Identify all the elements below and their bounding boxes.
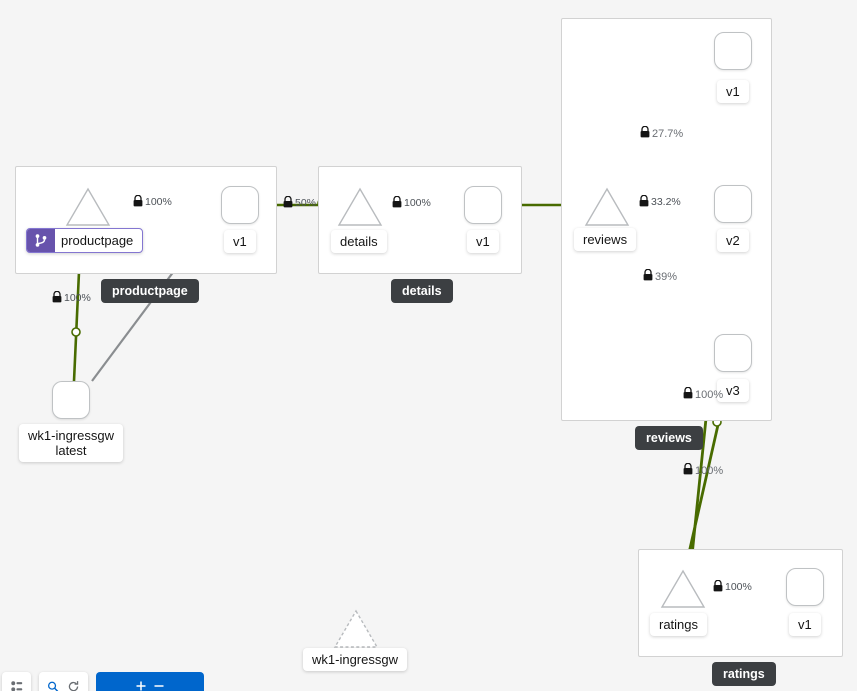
edge-percent: 27.7%	[652, 127, 684, 140]
node-productpage-app[interactable]	[64, 186, 112, 233]
service-shape	[714, 32, 752, 70]
node-label-ratings-app: ratings	[650, 613, 708, 636]
node-ratings-app[interactable]	[659, 568, 707, 615]
edge-percent: 100%	[404, 197, 431, 210]
node-details-app[interactable]	[336, 186, 384, 233]
triangle-shape-dashed	[333, 609, 379, 648]
edge-label-reviews-v3-to-ratings: 100%	[683, 462, 724, 478]
mtls-lock-icon	[640, 125, 650, 141]
edge-percent: 33.2%	[651, 196, 681, 209]
code-branch-glyph	[35, 234, 47, 247]
node-label-text: productpage	[61, 233, 134, 248]
zoom-fit-icon[interactable]	[47, 680, 62, 691]
edge-percent: 39%	[655, 270, 678, 283]
edge-label-reviews-to-v3: 39%	[643, 268, 678, 284]
edge-label-ingressgw-to-productpage: 100%	[52, 290, 91, 306]
node-label-wk1-ingressgw-workload: wk1-ingressgw latest	[19, 424, 123, 462]
mtls-lock-icon	[643, 268, 653, 284]
node-wk1-ingressgw-app[interactable]	[332, 608, 380, 655]
service-shape	[221, 186, 259, 224]
mtls-lock-icon	[133, 194, 143, 210]
edge-percent: 100%	[695, 388, 724, 401]
edge-label-reviews-v2-to-ratings: 100%	[683, 386, 724, 402]
triangle-shape	[660, 569, 706, 608]
node-label-productpage-app: productpage	[26, 228, 144, 253]
node-reviews-v2[interactable]	[714, 185, 752, 223]
node-reviews-v1[interactable]	[714, 32, 752, 70]
mtls-lock-icon	[392, 195, 402, 211]
service-shape	[52, 381, 90, 419]
tooltip-ratings: ratings	[712, 662, 776, 686]
service-shape	[714, 334, 752, 372]
minus-icon	[154, 685, 164, 687]
triangle-shape	[65, 187, 111, 226]
node-details-v1[interactable]	[464, 186, 502, 224]
edge-label-productpage-v1-to-details: 50%	[283, 195, 317, 211]
mtls-lock-icon	[639, 194, 649, 210]
mtls-lock-icon	[52, 290, 62, 306]
edge-label-reviews-to-v2: 33.2%	[639, 194, 681, 210]
virtual-service-icon	[27, 229, 55, 252]
legend-icon	[11, 680, 23, 691]
edge-label-ratings-to-v1: 100%	[713, 579, 752, 595]
node-label-reviews-app: reviews	[574, 228, 637, 251]
service-shape	[786, 568, 824, 606]
edge-percent: 100%	[725, 581, 752, 594]
node-reviews-v3[interactable]	[714, 334, 752, 372]
triangle-shape	[337, 187, 383, 226]
tooltip-details: details	[391, 279, 453, 303]
node-label-line1: wk1-ingressgw	[28, 428, 114, 443]
edge-marker-dot	[71, 327, 81, 337]
edge-percent: 100%	[145, 196, 172, 209]
node-label-reviews-v1: v1	[717, 80, 749, 103]
edge-label-reviews-to-v1: 27.7%	[640, 125, 684, 141]
node-label-productpage-v1: v1	[224, 230, 256, 253]
mtls-lock-icon	[683, 386, 693, 402]
bottom-toolbar[interactable]	[0, 672, 204, 691]
mtls-lock-icon	[713, 579, 723, 595]
mtls-lock-icon	[283, 195, 293, 211]
node-ratings-v1[interactable]	[786, 568, 824, 606]
service-shape	[714, 185, 752, 223]
edge-label-details-to-v1: 100%	[392, 195, 431, 211]
node-label-reviews-v2: v2	[717, 229, 749, 252]
node-productpage-v1[interactable]	[221, 186, 259, 224]
tooltip-reviews: reviews	[635, 426, 703, 450]
node-reviews-app[interactable]	[583, 186, 631, 233]
node-label-ratings-v1: v1	[789, 613, 821, 636]
plus-icon	[136, 681, 146, 691]
node-wk1-ingressgw-workload[interactable]	[52, 381, 90, 419]
zoom-controls-chip[interactable]	[39, 672, 88, 691]
node-label-wk1-ingressgw-app: wk1-ingressgw	[303, 648, 407, 671]
legend-chip[interactable]	[2, 672, 31, 691]
node-label-details-app: details	[331, 230, 387, 253]
node-label-line2: latest	[55, 443, 87, 458]
triangle-shape	[584, 187, 630, 226]
service-shape	[464, 186, 502, 224]
mtls-lock-icon	[683, 462, 693, 478]
edge-percent: 100%	[64, 292, 91, 305]
tooltip-productpage: productpage	[101, 279, 199, 303]
refresh-icon[interactable]	[67, 680, 80, 691]
edge-percent: 100%	[695, 464, 724, 477]
node-label-details-v1: v1	[467, 230, 499, 253]
edge-label-productpage-to-v1: 100%	[133, 194, 172, 210]
node-label-reviews-v3: v3	[717, 379, 749, 402]
edge-percent: 50%	[295, 197, 317, 210]
primary-action-button[interactable]	[96, 672, 204, 691]
